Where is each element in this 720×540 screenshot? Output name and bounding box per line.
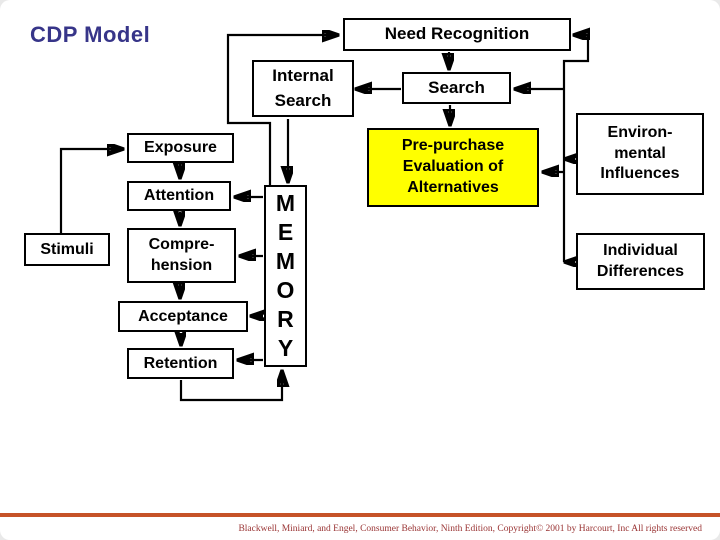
internal-search-box: Internal Search: [252, 60, 354, 117]
accent-divider-bar: [0, 513, 720, 517]
arrow-stimuli-to-exposure: [59, 149, 121, 233]
acceptance-box: Acceptance: [118, 301, 248, 332]
environmental-influences-box: Environ- mental Influences: [576, 113, 704, 195]
comprehension-box: Compre- hension: [127, 228, 236, 283]
exposure-box: Exposure: [127, 133, 234, 163]
footer-credit: Blackwell, Miniard, and Engel, Consumer …: [238, 524, 702, 534]
attention-box: Attention: [127, 181, 231, 211]
prepurchase-evaluation-box: Pre-purchase Evaluation of Alternatives: [367, 128, 539, 207]
page-title: CDP Model: [30, 22, 151, 47]
memory-box: M E M O R Y: [264, 185, 307, 367]
search-box: Search: [402, 72, 511, 104]
individual-differences-box: Individual Differences: [576, 233, 705, 290]
need-recognition-box: Need Recognition: [343, 18, 571, 51]
stimuli-box: Stimuli: [24, 233, 110, 266]
retention-box: Retention: [127, 348, 234, 379]
